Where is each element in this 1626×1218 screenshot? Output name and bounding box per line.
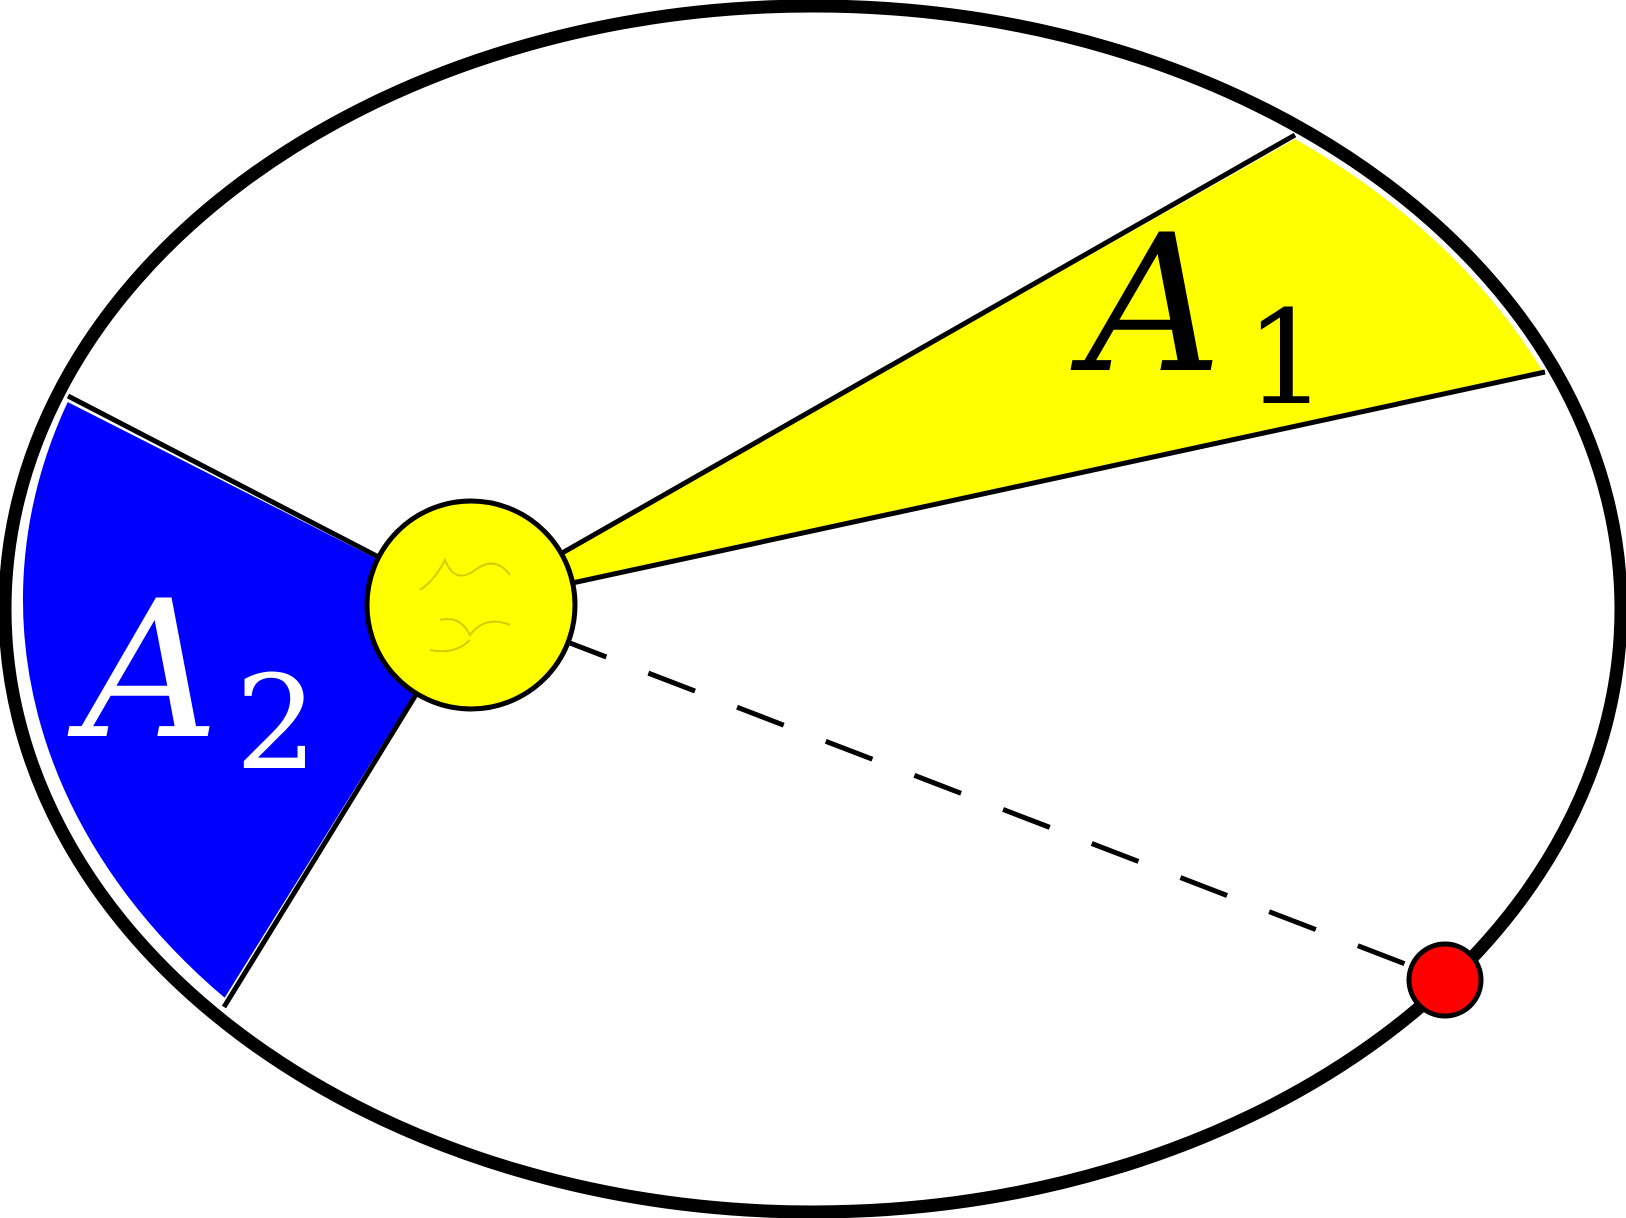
sun-icon (364, 498, 578, 712)
radius-line-a1-upper (469, 132, 1297, 608)
sun-planet-dashed-line (470, 602, 1448, 983)
swept-area-a2 (20, 397, 474, 1003)
area-label-a1-sub: 1 (1245, 282, 1328, 434)
area-label-a1: A (1070, 194, 1222, 415)
planet-icon (1406, 941, 1484, 1019)
radius-line-a1-lower (470, 369, 1546, 608)
area-label-a2-sub: 2 (235, 647, 318, 799)
area-label-a1-letter: A (1070, 194, 1222, 415)
area-label-a2: A (67, 560, 219, 781)
area-label-a2-letter: A (67, 560, 219, 781)
swept-area-a1 (471, 139, 1543, 605)
